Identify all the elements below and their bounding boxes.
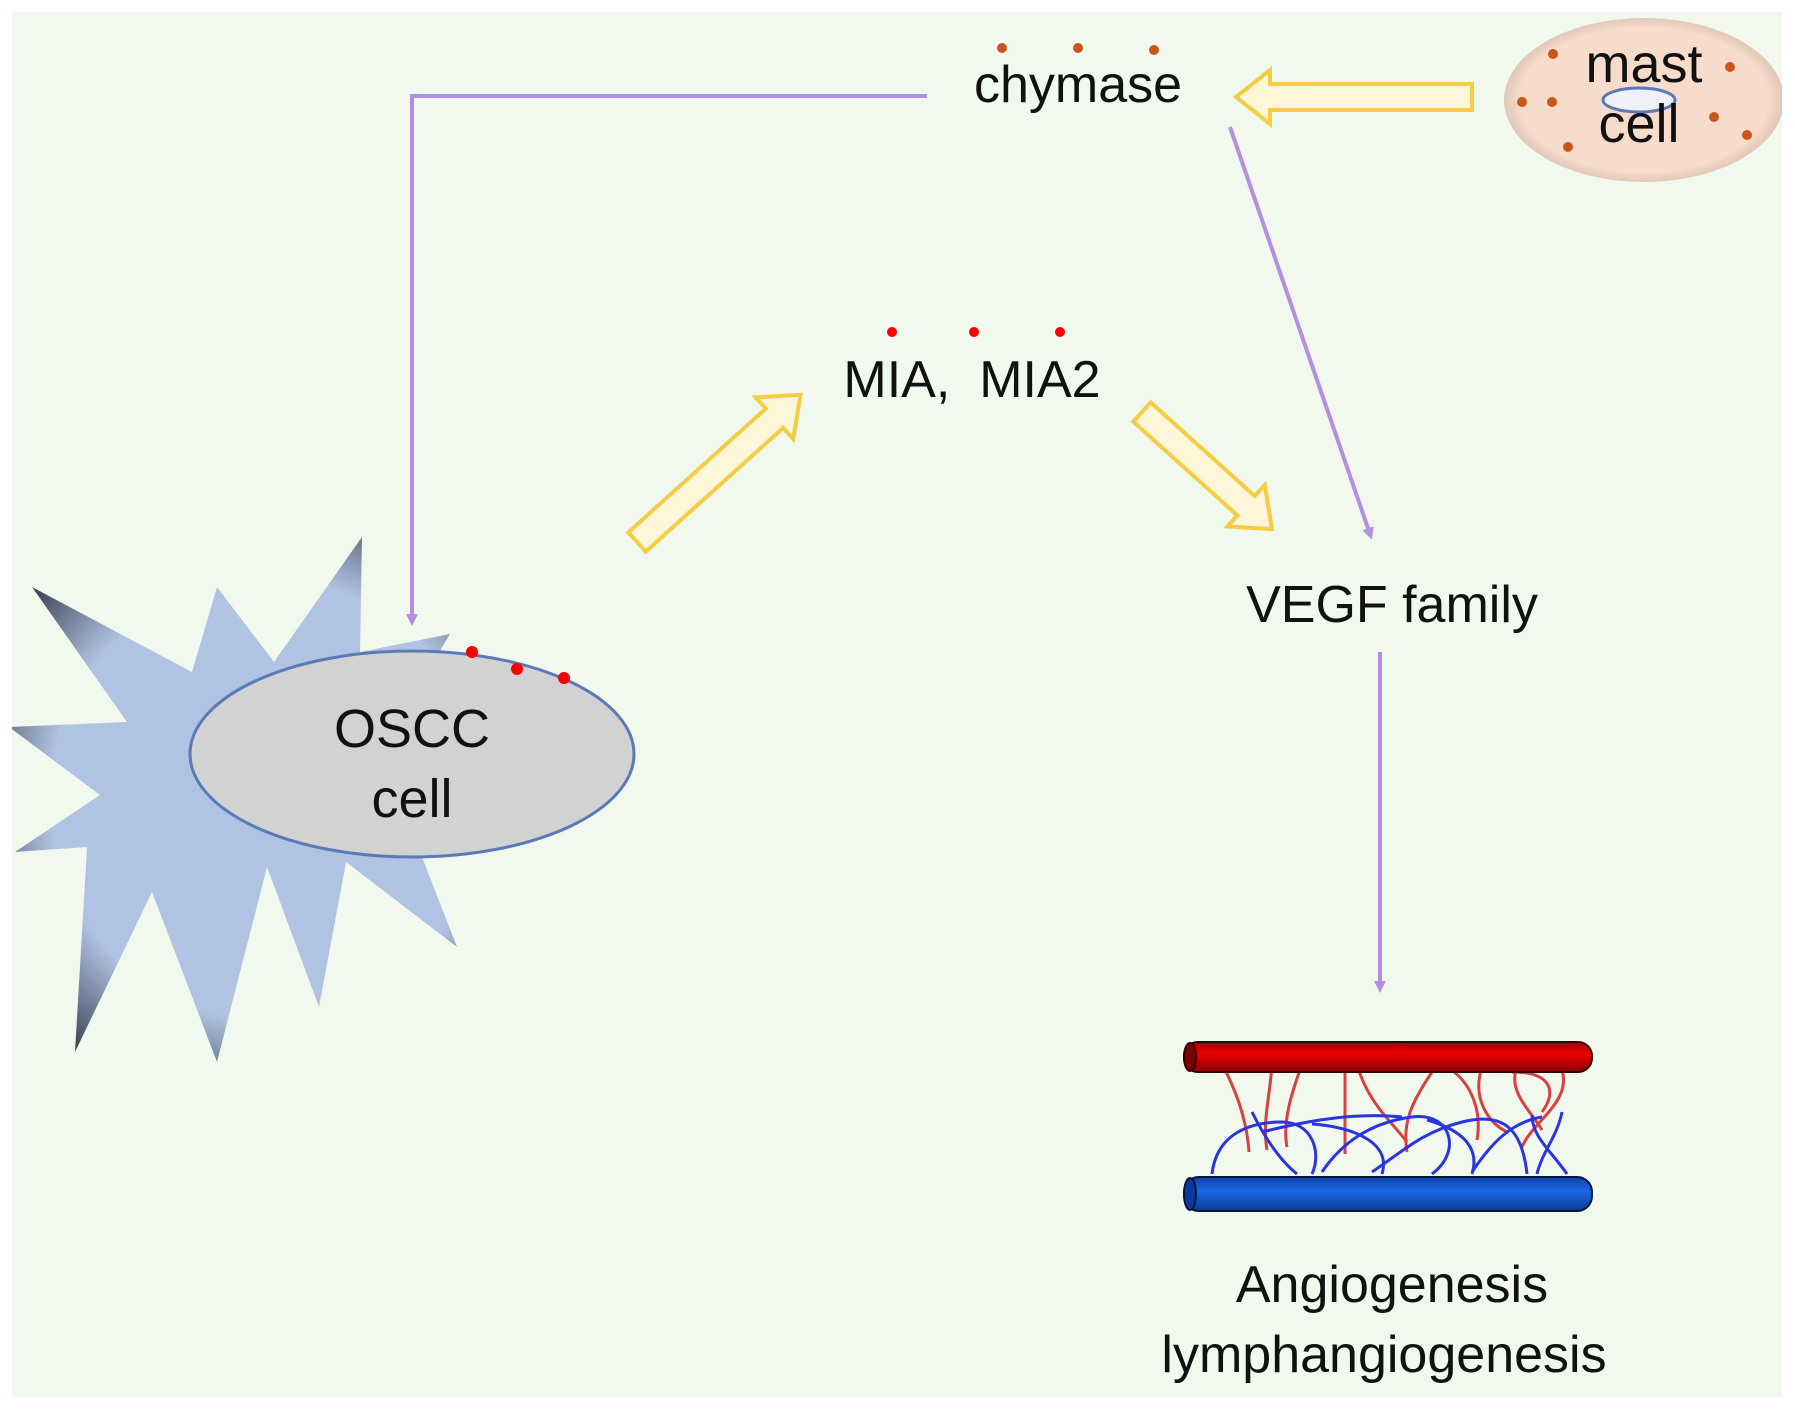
arrow-mast-to-chymase <box>1232 65 1474 129</box>
red-capillaries <box>1220 1063 1566 1154</box>
vegf-label: VEGF family <box>1246 576 1538 634</box>
mia-label: MIA, MIA2 <box>843 351 1100 409</box>
mia-granules <box>887 327 1065 337</box>
lymph-vessel <box>1183 1176 1593 1212</box>
arrow-oscc-to-mia <box>625 392 803 555</box>
arrow-chymase-to-oscc <box>406 94 927 626</box>
oscc-cell: OSCC cell <box>9 537 636 1062</box>
outcome-label-line2: lymphangiogenesis <box>1161 1326 1606 1384</box>
oscc-cell-nucleus <box>188 649 636 859</box>
chymase-label: chymase <box>974 56 1182 114</box>
oscc-cell-granules <box>466 646 570 684</box>
oscc-cell-label-line1: OSCC <box>334 699 490 759</box>
outcome-label-line1: Angiogenesis <box>1236 1256 1548 1314</box>
chymase-granules <box>997 43 1159 55</box>
mast-cell-nucleus <box>1601 86 1677 114</box>
mast-cell-label-line1: mast <box>1585 34 1702 94</box>
arrow-mia-to-vegf <box>1130 399 1275 532</box>
mast-cell-label-line2: cell <box>1598 94 1679 154</box>
blue-lymphatics <box>1210 1111 1569 1176</box>
mast-cell: mast cell <box>1504 18 1784 182</box>
arrow-chymase-to-vegf <box>1228 126 1374 540</box>
diagram-canvas: mast cell chymase MIA, MIA2 VEGF family … <box>9 12 1784 1397</box>
artery <box>1183 1041 1593 1073</box>
oscc-cell-label-line2: cell <box>371 769 452 829</box>
mast-cell-granules <box>1517 49 1752 152</box>
vessel-illustration <box>1183 1041 1593 1212</box>
